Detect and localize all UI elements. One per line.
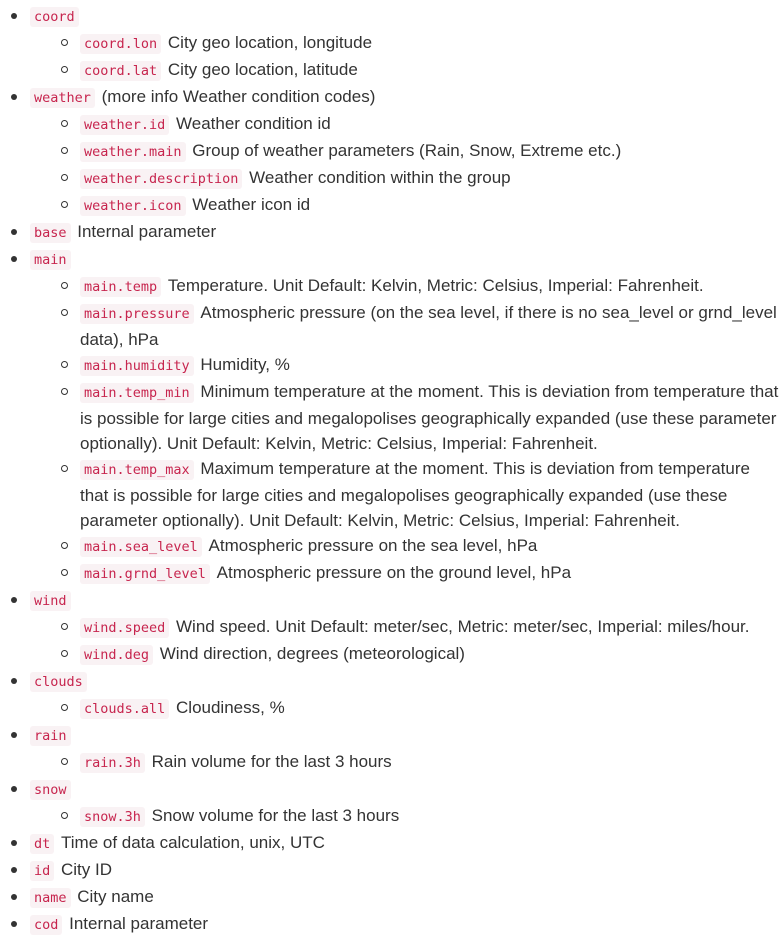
subfield-item-wind-speed: wind.speed Wind speed. Unit Default: met…: [61, 614, 783, 641]
field-description: Internal parameter: [77, 222, 217, 241]
field-item-name: name City name: [11, 884, 783, 911]
subfield-description: Wind direction, degrees (meteorological): [159, 644, 465, 663]
field-item-clouds: clouds clouds.all Cloudiness, %: [11, 668, 783, 722]
subfield-description: Group of weather parameters (Rain, Snow,…: [192, 141, 622, 160]
subfield-list: snow.3h Snow volume for the last 3 hours: [30, 803, 783, 830]
subfield-item-main-sea-level: main.sea_level Atmospheric pressure on t…: [61, 533, 783, 560]
subfield-key: main.temp_min: [80, 383, 194, 403]
field-key: snow: [30, 780, 71, 800]
subfield-key: snow.3h: [80, 807, 145, 827]
subfield-key: weather.id: [80, 115, 170, 135]
field-description: Internal parameter: [69, 914, 209, 933]
subfield-description: Atmospheric pressure on the ground level…: [216, 563, 572, 582]
subfield-item-main-grnd-level: main.grnd_level Atmospheric pressure on …: [61, 560, 783, 587]
field-item-snow: snow snow.3h Snow volume for the last 3 h…: [11, 776, 783, 830]
subfield-item-rain-3h: rain.3h Rain volume for the last 3 hours: [61, 749, 783, 776]
subfield-key: main.pressure: [80, 304, 194, 324]
subfield-item-coord-lat: coord.lat City geo location, latitude: [61, 57, 783, 84]
subfield-description: Minimum temperature at the moment. This …: [80, 382, 779, 453]
subfield-key: main.grnd_level: [80, 564, 210, 584]
field-item-base: base Internal parameter: [11, 219, 783, 246]
field-key: wind: [30, 591, 71, 611]
field-key: dt: [30, 834, 55, 854]
field-key: coord: [30, 7, 79, 27]
subfield-list: rain.3h Rain volume for the last 3 hours: [30, 749, 783, 776]
field-description: Time of data calculation, unix, UTC: [61, 833, 325, 852]
field-item-cod: cod Internal parameter: [11, 911, 783, 938]
field-key: rain: [30, 726, 71, 746]
subfield-key: main.humidity: [80, 356, 194, 376]
subfield-item-weather-description: weather.description Weather condition wi…: [61, 165, 783, 192]
field-key: id: [30, 861, 55, 881]
subfield-key: rain.3h: [80, 753, 145, 773]
subfield-item-clouds-all: clouds.all Cloudiness, %: [61, 695, 783, 722]
subfield-description: Weather condition within the group: [249, 168, 511, 187]
field-key: main: [30, 250, 71, 270]
subfield-item-snow-3h: snow.3h Snow volume for the last 3 hours: [61, 803, 783, 830]
subfield-description: Snow volume for the last 3 hours: [151, 806, 400, 825]
subfield-key: weather.icon: [80, 196, 186, 216]
field-key: base: [30, 223, 71, 243]
subfield-item-main-temp-max: main.temp_max Maximum temperature at the…: [61, 456, 783, 533]
subfield-item-weather-icon: weather.icon Weather icon id: [61, 192, 783, 219]
subfield-item-weather-main: weather.main Group of weather parameters…: [61, 138, 783, 165]
subfield-list: wind.speed Wind speed. Unit Default: met…: [30, 614, 783, 668]
subfield-description: City geo location, latitude: [167, 60, 358, 79]
subfield-item-weather-id: weather.id Weather condition id: [61, 111, 783, 138]
subfield-description: Maximum temperature at the moment. This …: [80, 459, 750, 530]
subfield-description: Humidity, %: [200, 355, 290, 374]
subfield-list: main.temp Temperature. Unit Default: Kel…: [30, 273, 783, 587]
subfield-description: Weather icon id: [192, 195, 311, 214]
field-item-id: id City ID: [11, 857, 783, 884]
subfield-description: Atmospheric pressure on the sea level, h…: [208, 536, 538, 555]
subfield-item-coord-lon: coord.lon City geo location, longitude: [61, 30, 783, 57]
subfield-list: clouds.all Cloudiness, %: [30, 695, 783, 722]
subfield-key: main.temp: [80, 277, 162, 297]
subfield-description: Weather condition id: [176, 114, 331, 133]
subfield-description: Temperature. Unit Default: Kelvin, Metri…: [167, 276, 704, 295]
subfield-description: Wind speed. Unit Default: meter/sec, Met…: [176, 617, 750, 636]
subfield-key: coord.lat: [80, 61, 162, 81]
subfield-item-main-humidity: main.humidity Humidity, %: [61, 352, 783, 379]
subfield-item-wind-deg: wind.deg Wind direction, degrees (meteor…: [61, 641, 783, 668]
subfield-description: City geo location, longitude: [167, 33, 373, 52]
subfield-key: main.sea_level: [80, 537, 202, 557]
field-description: (more info Weather condition codes): [101, 87, 376, 106]
subfield-key: main.temp_max: [80, 460, 194, 480]
field-item-wind: wind wind.speed Wind speed. Unit Default:…: [11, 587, 783, 668]
subfield-key: coord.lon: [80, 34, 162, 54]
subfield-key: wind.speed: [80, 618, 170, 638]
subfield-key: weather.description: [80, 169, 243, 189]
subfield-item-main-temp-min: main.temp_min Minimum temperature at the…: [61, 379, 783, 456]
field-key: clouds: [30, 672, 87, 692]
subfield-key: weather.main: [80, 142, 186, 162]
subfield-item-main-temp: main.temp Temperature. Unit Default: Kel…: [61, 273, 783, 300]
subfield-description: Cloudiness, %: [176, 698, 285, 717]
field-item-dt: dt Time of data calculation, unix, UTC: [11, 830, 783, 857]
subfield-description: Atmospheric pressure (on the sea level, …: [80, 303, 777, 349]
subfield-key: clouds.all: [80, 699, 170, 719]
subfield-item-main-pressure: main.pressure Atmospheric pressure (on t…: [61, 300, 783, 352]
subfield-description: Rain volume for the last 3 hours: [151, 752, 392, 771]
field-item-weather: weather (more info Weather condition cod…: [11, 84, 783, 219]
subfield-key: wind.deg: [80, 645, 154, 665]
field-key: weather: [30, 88, 95, 108]
field-item-main: main main.temp Temperature. Unit Default:…: [11, 246, 783, 587]
field-description: City ID: [61, 860, 112, 879]
field-description: City name: [77, 887, 154, 906]
field-item-rain: rain rain.3h Rain volume for the last 3 h…: [11, 722, 783, 776]
field-key: cod: [30, 915, 63, 935]
field-key: name: [30, 888, 71, 908]
